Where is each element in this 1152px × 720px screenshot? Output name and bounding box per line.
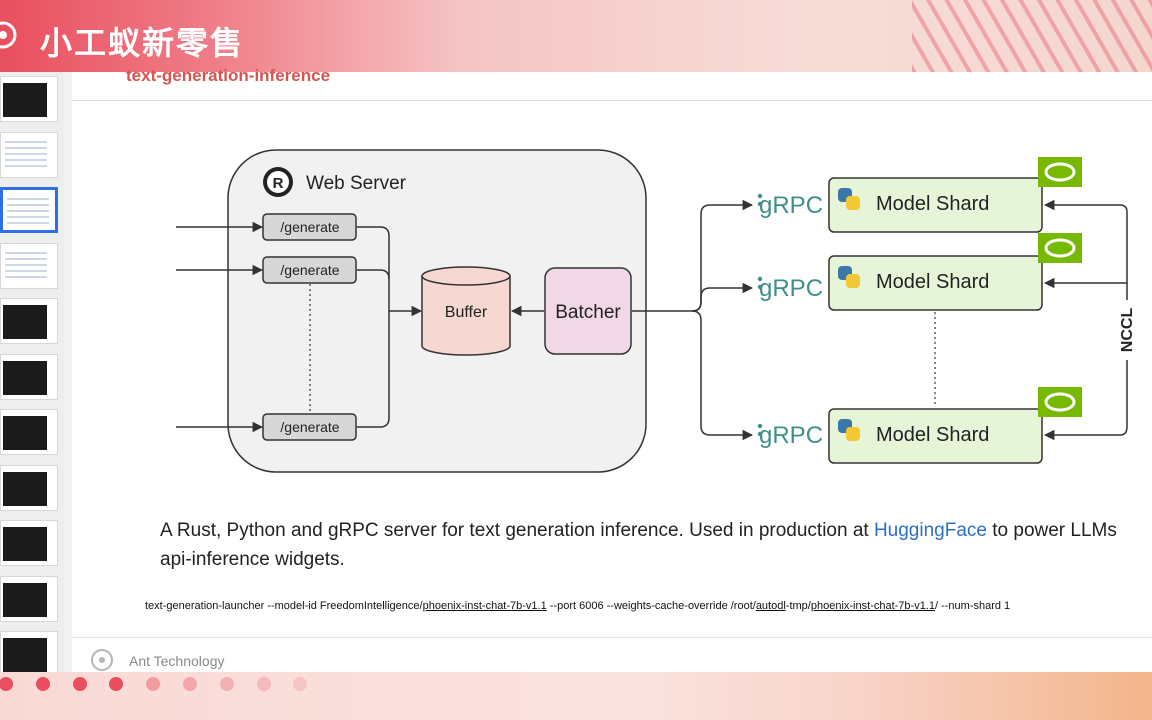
- slide-thumbnail[interactable]: [0, 409, 58, 455]
- slide-thumbnail[interactable]: [0, 187, 58, 233]
- slide-thumbnail[interactable]: [0, 242, 58, 289]
- progress-dot[interactable]: [146, 677, 161, 691]
- nccl-arrow: [1043, 199, 1128, 213]
- launch-command: text-generation-launcher --model-id Free…: [145, 600, 1010, 612]
- grpc-fanout: [691, 310, 754, 441]
- huggingface-link[interactable]: HuggingFace: [873, 520, 987, 541]
- thumbnail-preview: [3, 527, 47, 561]
- endpoint-box: /generate: [262, 256, 357, 284]
- slide-progress-bar: [0, 672, 1152, 720]
- progress-dot[interactable]: [109, 677, 124, 691]
- merge-connector: [357, 226, 390, 428]
- command-segment: --port 6006 --weights-cache-override /ro…: [546, 600, 756, 612]
- python-icon: [838, 419, 860, 441]
- python-icon: [838, 266, 860, 288]
- batcher-box: Batcher: [544, 267, 632, 355]
- merge-connector: [357, 269, 390, 280]
- endpoint-label: /generate: [280, 419, 339, 435]
- description-text: A Rust, Python and gRPC server for text …: [160, 516, 1120, 574]
- brand-title: 小工蚁新零售: [40, 25, 245, 61]
- progress-dot[interactable]: [35, 677, 50, 691]
- progress-dot[interactable]: [256, 677, 271, 691]
- ant-logo-icon: [91, 649, 113, 671]
- buffer-cylinder: Buffer: [421, 266, 511, 356]
- progress-dot[interactable]: [219, 677, 234, 691]
- nccl-arrow: [1043, 426, 1128, 441]
- endpoint-box: /generate: [262, 413, 357, 441]
- grpc-logo: gRPC: [757, 422, 823, 449]
- footer-divider: [72, 637, 1152, 638]
- thumbnail-preview: [3, 416, 47, 450]
- slide-thumbnail[interactable]: [0, 464, 58, 511]
- model-shard: Model Shard: [828, 177, 1043, 233]
- slide-thumbnail[interactable]: [0, 298, 58, 344]
- progress-dot[interactable]: [72, 677, 87, 691]
- thumbnail-preview: [3, 360, 47, 395]
- buffer-label: Buffer: [445, 304, 488, 321]
- slide-thumbnail[interactable]: [0, 631, 58, 677]
- command-segment: text-generation-launcher --model-id Free…: [145, 600, 423, 612]
- nvidia-icon: [1038, 233, 1082, 263]
- slide-thumbnail[interactable]: [0, 520, 58, 566]
- slide-thumbnail[interactable]: [0, 575, 58, 622]
- slide-thumbnail-panel: [0, 72, 64, 677]
- model-shard: Model Shard: [828, 255, 1043, 311]
- command-segment: -tmp/: [785, 600, 811, 612]
- nvidia-icon: [1038, 157, 1082, 187]
- footer-label: Ant Technology: [129, 653, 225, 669]
- model-shard-label: Model Shard: [876, 271, 989, 293]
- python-icon: [838, 188, 860, 210]
- grpc-fanout: [691, 282, 754, 312]
- progress-dot[interactable]: [0, 677, 13, 691]
- description-after-link: to power LLMs api-inference widgets.: [160, 520, 1117, 570]
- model-shard-label: Model Shard: [876, 424, 989, 446]
- endpoint-box: /generate: [262, 213, 357, 241]
- rust-icon: R: [263, 167, 293, 197]
- grpc-fanout: [632, 199, 754, 312]
- grpc-label: gRPC: [759, 422, 823, 449]
- command-segment: / --num-shard 1: [934, 600, 1011, 612]
- nvidia-icon: [1038, 387, 1082, 417]
- architecture-diagram: R Web Server /generate /generate /genera…: [176, 149, 1140, 473]
- thumbnail-preview: [3, 471, 47, 506]
- nccl-label: NCCL: [1119, 308, 1136, 353]
- endpoint-label: /generate: [280, 219, 339, 235]
- banner-stripes: [912, 0, 1152, 72]
- thumbnail-preview: [3, 305, 47, 339]
- slide-title: text-generation-inference: [126, 66, 331, 85]
- thumbnail-preview: [3, 582, 47, 617]
- title-divider: [72, 100, 1152, 101]
- slide-thumbnail[interactable]: [0, 76, 58, 122]
- grpc-logo: gRPC: [757, 275, 823, 302]
- thumbnail-preview: [3, 638, 47, 672]
- thumbnail-preview: [3, 83, 47, 117]
- batcher-label: Batcher: [555, 302, 621, 323]
- progress-dot[interactable]: [183, 677, 197, 691]
- command-segment: phoenix-inst-chat-7b-v1.1: [810, 600, 935, 612]
- command-segment: phoenix-inst-chat-7b-v1.1: [422, 600, 547, 612]
- slide-canvas: text-generation-inference R Web Server /…: [72, 66, 1152, 672]
- svg-text:R: R: [273, 175, 284, 192]
- command-segment: autodl: [755, 600, 786, 612]
- top-banner: 小工蚁新零售: [0, 0, 1152, 72]
- brand-logo-icon: [0, 21, 17, 49]
- grpc-label: gRPC: [759, 192, 823, 219]
- progress-dot[interactable]: [293, 677, 308, 691]
- thumbnail-preview: [7, 198, 49, 226]
- grpc-logo: gRPC: [757, 192, 823, 219]
- slide-thumbnail[interactable]: [0, 131, 58, 178]
- slide-thumbnail[interactable]: [0, 353, 58, 400]
- model-shard: Model Shard: [828, 408, 1043, 464]
- grpc-label: gRPC: [759, 275, 823, 302]
- endpoint-label: /generate: [280, 262, 339, 278]
- web-server-label: Web Server: [306, 173, 407, 194]
- thumbnail-preview: [5, 251, 47, 280]
- thumbnail-preview: [5, 140, 47, 169]
- description-before-link: A Rust, Python and gRPC server for text …: [160, 520, 874, 541]
- model-shard-label: Model Shard: [876, 193, 989, 215]
